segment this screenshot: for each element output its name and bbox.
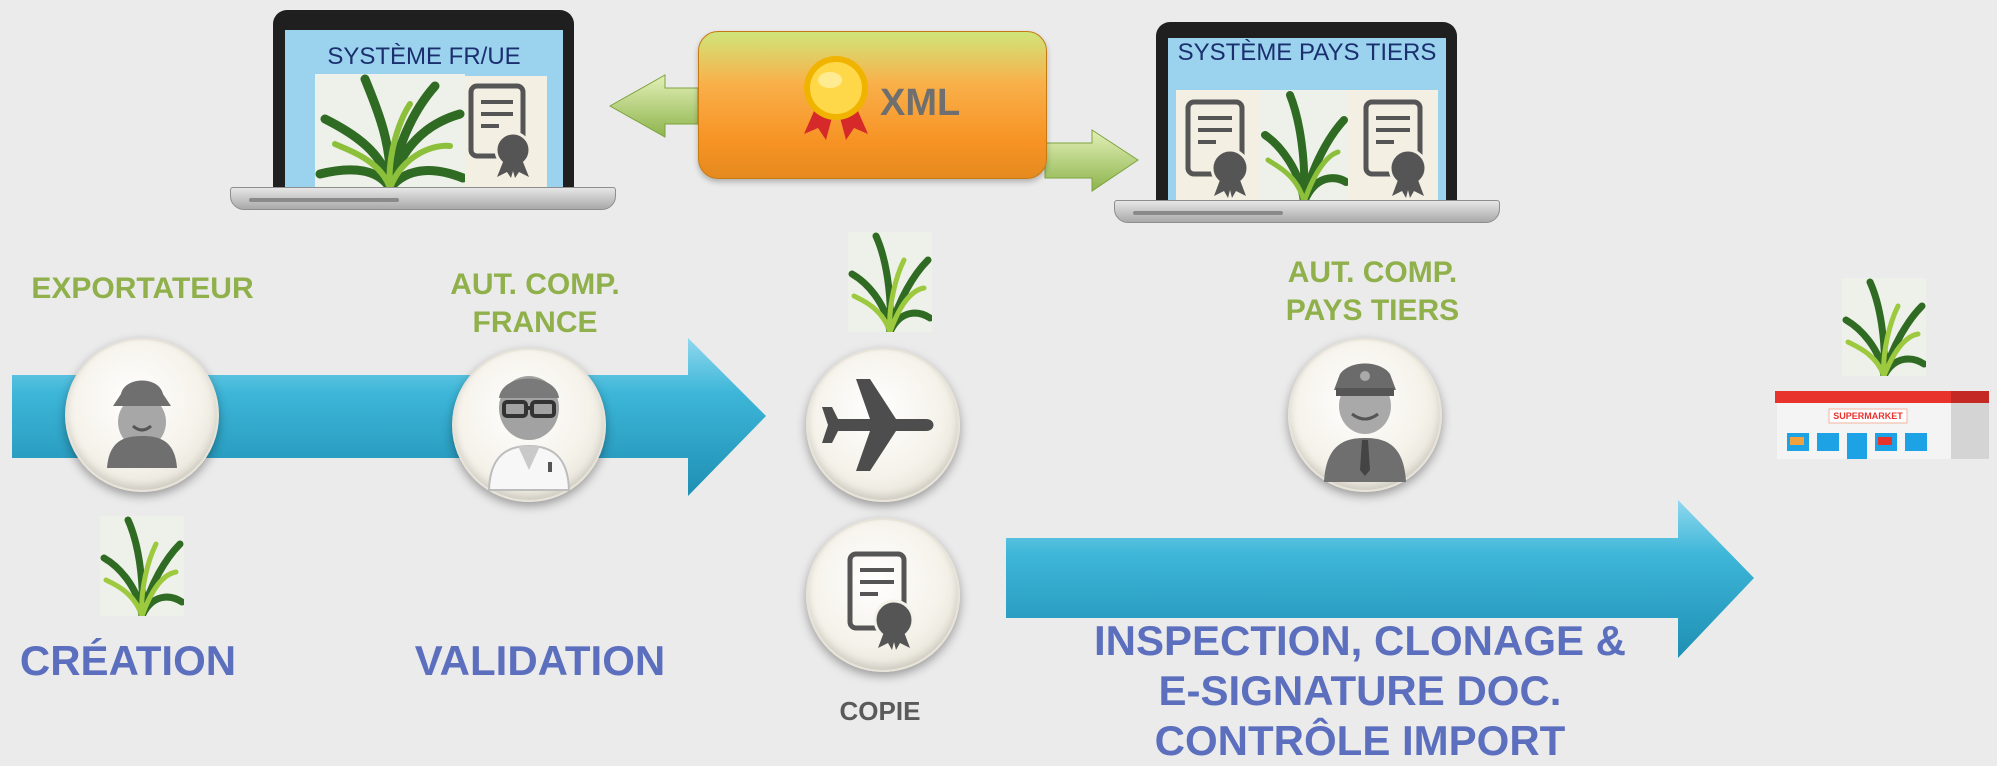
role-aut-tiers: AUT. COMP. PAYS TIERS (1285, 256, 1460, 327)
certificate-icon (847, 551, 915, 650)
airplane-icon (822, 379, 934, 471)
role-exportateur: EXPORTATEUR (31, 272, 254, 305)
person-hat-icon (107, 380, 177, 468)
process-arrow-bottom (1006, 500, 1754, 658)
certificate-icon (1363, 99, 1428, 198)
stage-creation: CRÉATION (19, 637, 237, 684)
officer-icon (1324, 363, 1406, 482)
role-aut-france: AUT. COMP. FRANCE (450, 268, 620, 339)
system-fr-title: SYSTÈME FR/UE (327, 43, 521, 70)
inspector-circle (452, 348, 606, 502)
plant-icon (100, 516, 184, 616)
officer-circle (1288, 338, 1442, 492)
certificate-icon (1185, 99, 1250, 198)
xml-arrow-left (608, 74, 699, 138)
stage-validation: VALIDATION (414, 637, 666, 684)
xml-exchange-box (698, 31, 1047, 179)
system-tiers-title: SYSTÈME PAYS TIERS (1177, 39, 1437, 66)
plant-icon (848, 232, 932, 332)
supermarket-icon (1775, 391, 1989, 459)
copy-label: COPIE (839, 696, 921, 726)
copy-circle (806, 518, 960, 672)
inspector-icon (487, 376, 571, 491)
exportateur-circle (65, 338, 219, 492)
supermarket-sign: SUPERMARKET (1833, 411, 1903, 421)
plant-icon (1842, 278, 1926, 376)
certificate-icon (468, 83, 532, 178)
xml-label: XML (880, 82, 961, 124)
plant-icon (315, 74, 465, 188)
plant-icon (1260, 90, 1348, 202)
xml-arrow-right (1044, 129, 1139, 192)
supermarket: SUPERMARKET (1775, 389, 1991, 461)
stage-inspection: INSPECTION, CLONAGE & E-SIGNATURE DOC. C… (1093, 617, 1627, 764)
ribbon-award-icon (804, 56, 868, 140)
transport-circle (806, 348, 960, 502)
